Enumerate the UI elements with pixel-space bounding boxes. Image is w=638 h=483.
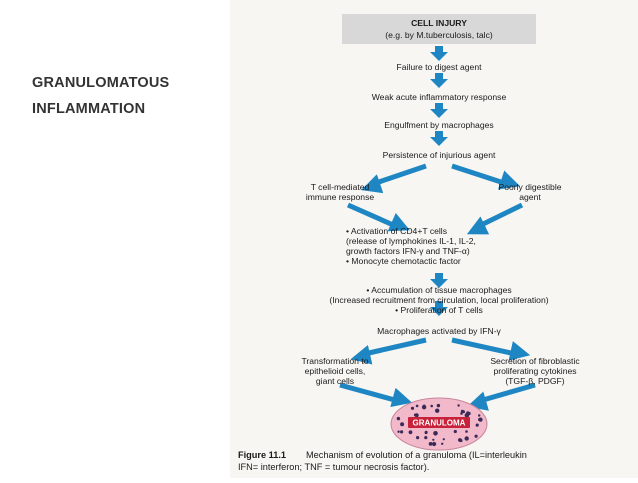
cell-injury-example: (e.g. by M.tuberculosis, talc) [385, 30, 493, 40]
cell-dot [410, 406, 415, 410]
cell-injury-box [342, 14, 536, 44]
arrow-join2-right [466, 382, 536, 411]
arrow-join-right [466, 202, 524, 235]
caption-text-1: Mechanism of evolution of a granuloma (I… [306, 450, 527, 460]
secretion-line3: (TGF-β, PDGF) [505, 376, 564, 386]
branch-agent-line1: Poorly digestible [498, 182, 561, 192]
diagonal-arrows [339, 163, 536, 411]
cell-dot [436, 403, 441, 408]
cell-dot [432, 441, 437, 447]
cell-dot [453, 429, 457, 434]
cell-dot [464, 413, 470, 418]
step-persistence: Persistence of injurious agent [383, 150, 496, 160]
granuloma-label: GRANULOMA [413, 419, 466, 428]
cell-dot [460, 409, 464, 413]
cell-dot [416, 436, 420, 440]
step-failure-digest: Failure to digest agent [396, 62, 482, 72]
slide-title: GRANULOMATOUS INFLAMMATION [32, 70, 169, 122]
arrow-down-5 [430, 273, 448, 288]
arrow-down-2 [430, 73, 448, 88]
cell-dot [396, 416, 401, 421]
cell-dot [424, 431, 428, 435]
transformation-line3: giant cells [316, 376, 354, 386]
cell-injury-title: CELL INJURY [411, 18, 467, 28]
activation-line1: • Activation of CD4+T cells [346, 226, 447, 236]
cell-dot [397, 430, 400, 433]
granuloma-label-bg [408, 417, 470, 428]
flowchart-svg: CELL INJURY (e.g. by M.tuberculosis, tal… [238, 14, 580, 472]
cell-dot [435, 408, 440, 413]
cell-dot [408, 430, 413, 435]
branch-tcell-line1: T cell-mediated [311, 182, 370, 192]
arrow-split-right [451, 163, 521, 190]
arrow-down-6 [430, 301, 448, 316]
arrow-down-4 [430, 131, 448, 146]
cell-dot [415, 404, 419, 408]
transformation-line1: Transformation to [301, 356, 368, 366]
arrows [430, 46, 448, 316]
branch-agent-line2: agent [519, 192, 541, 202]
cell-dot [457, 404, 460, 407]
arrow-join-left [346, 202, 410, 232]
flowchart-figure: CELL INJURY (e.g. by M.tuberculosis, tal… [230, 0, 638, 478]
granuloma-illustration: GRANULOMA [390, 397, 488, 451]
cell-dot [424, 436, 428, 440]
cell-dot [458, 438, 462, 442]
activation-line2: (release of lymphokines IL-1, IL-2, [346, 236, 476, 246]
cell-dot [430, 404, 433, 408]
branch-tcell-line2: immune response [306, 192, 375, 202]
step-engulfment: Engulfment by macrophages [384, 120, 493, 130]
arrow-join2-left [339, 382, 413, 408]
cell-dot [474, 434, 478, 438]
cell-dot [441, 442, 444, 445]
cell-dot [432, 438, 435, 441]
cell-dot [400, 430, 404, 434]
cell-dot [428, 442, 433, 446]
secretion-line1: Secretion of fibroblastic [490, 356, 580, 366]
cell-dot [442, 438, 445, 441]
arrow-split2-right [451, 337, 531, 361]
accumulation-line2: (Increased recruitment from circulation,… [329, 295, 548, 305]
title-line-2: INFLAMMATION [32, 101, 146, 117]
figure-number: Figure 11.1 [238, 450, 286, 460]
arrow-split-left [361, 163, 427, 194]
figure-caption-line2: IFN= interferon; TNF = tumour necrosis f… [238, 462, 429, 472]
arrow-split2-left [350, 337, 427, 365]
cell-dot [400, 422, 405, 427]
cell-dot [464, 436, 469, 441]
cell-dot [413, 413, 417, 417]
cell-dot [478, 414, 481, 417]
activation-line4: • Monocyte chemotactic factor [346, 256, 461, 266]
arrow-down-1 [430, 46, 448, 61]
macrophages-activated: Macrophages activated by IFN-γ [377, 326, 501, 336]
cell-dot [478, 418, 481, 422]
secretion-line2: proliferating cytokines [493, 366, 576, 376]
step-weak-response: Weak acute inflammatory response [372, 92, 507, 102]
cell-dot [422, 404, 426, 408]
cell-dot [475, 423, 479, 427]
activation-line3: growth factors IFN-γ and TNF-α) [346, 246, 470, 256]
figure-caption-line1: Figure 11.1 Mechanism of evolution of a g… [238, 450, 527, 460]
arrow-down-3 [430, 103, 448, 118]
cell-dot [433, 431, 438, 436]
cell-dot [465, 430, 468, 433]
title-line-1: GRANULOMATOUS [32, 75, 170, 91]
transformation-line2: epithelioid cells, [305, 366, 366, 376]
accumulation-line3: • Proliferation of T cells [395, 305, 483, 315]
accumulation-line1: • Accumulation of tissue macrophages [366, 285, 511, 295]
